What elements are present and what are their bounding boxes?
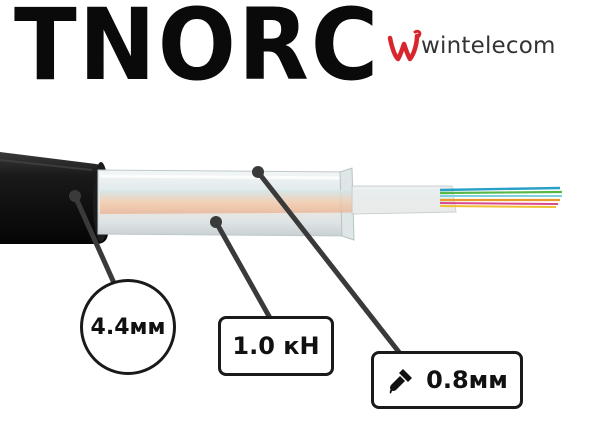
brand-name: wintelecom xyxy=(421,33,556,59)
tensile-strength-value: 1.0 кН xyxy=(232,332,320,360)
tube-wall-callout: 0.8мм xyxy=(371,351,523,409)
outer-diameter-callout: 4.4мм xyxy=(80,279,176,375)
brand-logo: wintelecom xyxy=(384,26,556,66)
product-title: TNORC xyxy=(14,0,381,103)
callout-dots xyxy=(69,166,264,228)
cable-jacket xyxy=(0,152,108,244)
tube-wall-value: 0.8мм xyxy=(426,366,508,394)
optical-fibers xyxy=(439,186,563,208)
tensile-strength-callout: 1.0 кН xyxy=(218,316,334,376)
dropper-icon xyxy=(389,369,413,394)
callout-leaders xyxy=(72,169,405,359)
outer-diameter-value: 4.4мм xyxy=(90,314,166,340)
wintelecom-w-logo-icon xyxy=(387,29,422,62)
